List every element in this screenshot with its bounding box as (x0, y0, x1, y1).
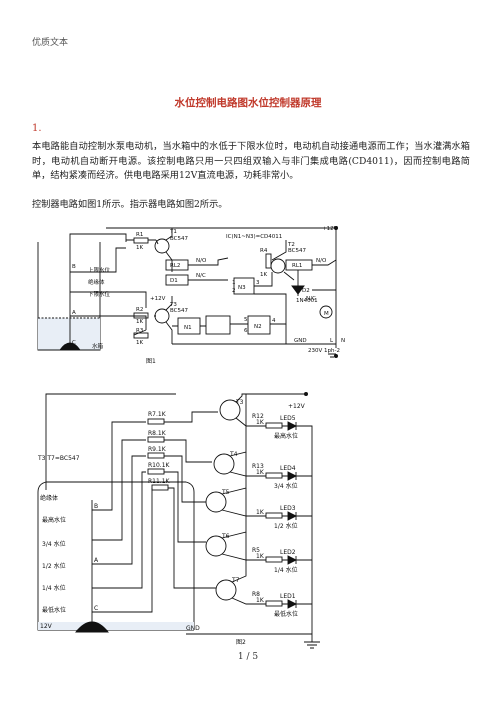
led-resistor-r8: R8 (252, 591, 260, 598)
tank-level-1-2: 1/2 水位 (42, 562, 66, 570)
diode-d2-model: 1N4001 (296, 298, 318, 304)
led2-level-label: 1/4 水位 (274, 566, 298, 574)
led-resistor-value-3: 1K (256, 509, 265, 516)
t3-label: T3 (169, 302, 177, 308)
pin-6: 6 (244, 328, 248, 334)
indicator-circuit-diagram: +12V T3 T7=BC547 绝缘体 B A C 最高水位 3/4 水位 1… (37, 392, 320, 649)
ac-label: 230V 1ph-2 (308, 348, 340, 354)
gnd-label: GND (294, 338, 307, 344)
figure-reference: 控制器电路如图1所示。指示器电路如图2所示。 (32, 199, 228, 210)
led-resistor-value-5: 1K (256, 597, 265, 604)
fig2-node-c-label: C (94, 605, 98, 612)
fig2-node-a-label: A (94, 557, 99, 564)
t1-model: BC547 (170, 236, 189, 242)
pin-1: 1 (232, 280, 236, 286)
figure-2-caption: 图2 (236, 639, 246, 646)
insulator-label: 绝缘体 (88, 278, 105, 286)
fig2-node-b-label: B (94, 503, 98, 510)
transistor-t5-label: T5 (221, 489, 230, 496)
t2-model: BC547 (288, 248, 307, 254)
r3-label: R3 (136, 328, 144, 334)
t3-model: BC547 (170, 308, 189, 314)
transistor-type-label: T3 T7=BC547 (37, 455, 80, 462)
led4-level-label: 3/4 水位 (274, 482, 298, 490)
upper-level-label: 上限水位 (88, 266, 111, 274)
gate-n1-label: N1 (184, 325, 192, 331)
tank-level-min: 最低水位 (42, 606, 66, 614)
transistor-t4-label: T4 (229, 451, 238, 458)
r4-label: R4 (260, 248, 268, 254)
figure-1-caption: 图1 (146, 358, 156, 365)
motor-label: M (324, 311, 329, 317)
diode-d1-label: D1 (170, 278, 178, 284)
led-resistor-r13: R13 (252, 463, 264, 470)
base-resistor-r11: R11.1K (148, 478, 171, 485)
relay-rl1-label: RL1 (292, 263, 302, 269)
base-resistor-r8: R8.1K (148, 430, 167, 437)
transistor-t7-label: T7 (231, 577, 240, 584)
relay-rl2-label: RL2 (170, 263, 180, 269)
base-resistor-r7: R7.1K (148, 411, 167, 418)
no-contact-label-2: N/O (316, 258, 327, 264)
pin-5: 5 (244, 317, 248, 323)
base-resistor-r9: R9.1K (148, 446, 167, 453)
led4-label: LED4 (280, 465, 296, 472)
transistor-t6-label: T6 (221, 533, 230, 540)
fig2-gnd-label: GND (186, 625, 200, 632)
pin-2: 2 (232, 288, 236, 294)
nc-contact-label: N/C (196, 273, 206, 279)
node-a-label: A (72, 310, 76, 316)
led3-label: LED3 (280, 505, 296, 512)
page-number: 1 / 5 (237, 652, 259, 662)
led5-level-label: 最高水位 (274, 432, 298, 440)
fig2-insulator-label: 绝缘体 (40, 494, 58, 502)
led2-label: LED2 (280, 549, 296, 556)
body-paragraph: 本电路能自动控制水泵电动机，当水箱中的水低于下限水位时，电动机自动接通电源而工作… (32, 141, 470, 181)
r2-label: R2 (136, 307, 143, 313)
r2-value: 1K (136, 319, 143, 325)
tank-level-3-4: 3/4 水位 (42, 540, 66, 548)
tank-label: 水箱 (92, 342, 104, 350)
ic-label: IC(N1~N3)=CD4011 (226, 234, 282, 240)
power-label-2: +12V (150, 296, 166, 302)
led1-level-label: 最低水位 (274, 610, 298, 618)
led1-label: LED1 (280, 593, 296, 600)
led-resistor-r5: R5 (252, 547, 260, 554)
document-title: 水位控制电路图水位控制器原理 (174, 97, 322, 109)
section-number: 1. (32, 123, 42, 134)
nc-contact-label-2: N/C (306, 296, 316, 302)
pin-4: 4 (272, 318, 276, 324)
t2-label: T2 (287, 242, 295, 248)
ac-n-label: N (341, 338, 345, 344)
tank-level-max: 最高水位 (42, 516, 66, 524)
lower-level-label: 下限水位 (88, 290, 111, 298)
t1-label: T1 (169, 229, 177, 235)
led-resistor-value-4: 1K (256, 553, 265, 560)
led-resistor-value-1: 1K (256, 419, 265, 426)
node-c-label: C (72, 340, 76, 346)
led-resistor-value-2: 1K (256, 469, 265, 476)
gate-n2-label: N2 (254, 324, 262, 330)
pin-3: 3 (256, 280, 260, 286)
fig2-power-label: +12V (288, 403, 306, 410)
no-contact-label: N/O (196, 258, 207, 264)
r3-value: 1K (136, 340, 143, 346)
controller-circuit-diagram: IC(N1~N3)=CD4011 +12V +12V 上限水位 绝缘体 下限水位… (37, 226, 345, 365)
led-resistor-r12: R12 (252, 413, 264, 420)
diode-d2-label: D2 (302, 288, 310, 294)
led3-level-label: 1/2 水位 (274, 522, 298, 530)
tank-level-1-4: 1/4 水位 (42, 584, 66, 592)
power-label: +12V (322, 226, 338, 232)
gate-n3-label: N3 (238, 285, 246, 291)
r1-value: 1K (136, 245, 143, 251)
r1-label: R1 (136, 232, 143, 238)
fig2-gnd-voltage-label: 12V (40, 623, 53, 630)
node-b-label: B (72, 264, 76, 270)
page-header: 优质文本 (32, 38, 69, 48)
ac-l-label: L (330, 338, 334, 344)
transistor-t3-label: T3 (235, 399, 244, 406)
r4-value: 1K (260, 272, 267, 278)
base-resistor-r10: R10.1K (148, 462, 171, 469)
led5-label: LED5 (280, 415, 296, 422)
